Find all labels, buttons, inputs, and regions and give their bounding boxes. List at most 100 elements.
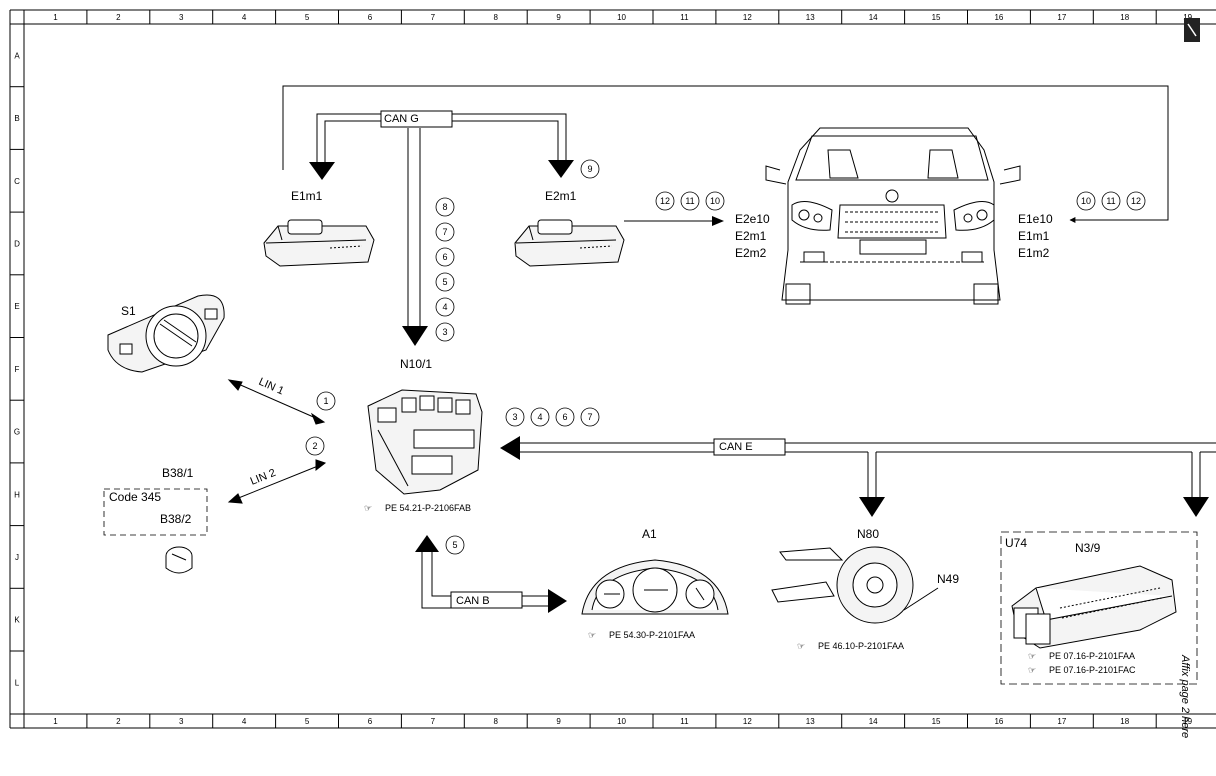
grid-column-number: 13 [806,717,815,726]
svg-text:4: 4 [442,302,447,312]
grid-column-number: 8 [494,13,499,22]
a1-ref: PE 54.30-P-2101FAA [609,630,695,640]
pointing-hand-icon: ☞ [364,503,372,513]
can-b-network [415,535,567,613]
page-corner-icon [1184,18,1200,42]
grid-column-number: 5 [305,717,310,726]
can-b-number-circle: 5 [445,535,465,555]
b38-2-label: B38/2 [160,512,192,526]
car-front-icon [765,127,1021,305]
n10-1-module-icon [367,389,483,495]
right-lamp-circles: 10 11 12 [1076,191,1146,211]
svg-text:10: 10 [710,196,720,206]
n80-ref: PE 46.10-P-2101FAA [818,641,904,651]
n49-label: N49 [937,572,959,586]
frame [9,9,1216,729]
grid-column-number: 9 [556,13,561,22]
grid-column-number: 3 [179,13,184,22]
grid-column-number: 11 [680,717,689,726]
can-b-label: CAN B [456,595,490,607]
grid-column-number: 6 [368,13,373,22]
n80-label: N80 [857,527,879,541]
grid-column-number: 4 [242,13,247,22]
grid-column-number: 9 [556,717,561,726]
svg-text:E1m2: E1m2 [1018,246,1050,260]
grid-row-letter: H [14,490,20,499]
s1-label: S1 [121,304,136,318]
b38-1-label: B38/1 [162,466,194,480]
n10-1-label: N10/1 [400,357,432,371]
n3-9-engine-ecu-icon [1011,565,1177,649]
lin2-label: LIN 2 [249,467,278,488]
grid-row-letter: E [14,302,19,311]
can-e-label: CAN E [719,441,753,453]
pointing-hand-icon: ☞ [588,630,596,640]
grid-column-number: 2 [116,13,121,22]
grid-row-letter: B [14,114,19,123]
svg-text:8: 8 [442,202,447,212]
grid-row-letter: K [14,616,20,625]
grid-row-letter: G [14,428,20,437]
lin-number-circles: 1 2 [305,391,336,456]
grid-column-number: 17 [1057,717,1066,726]
n3-9-label: N3/9 [1075,541,1101,555]
svg-text:9: 9 [587,164,592,174]
grid-column-number: 14 [869,13,878,22]
grid-row-letter: A [14,51,20,60]
b38-sensor-icon [165,546,193,574]
arrow-to-left-lamp [624,216,724,226]
left-lamp-circles: 12 11 10 [655,191,725,211]
can-g-network [282,85,1169,346]
pointing-hand-icon: ☞ [1028,651,1036,661]
grid-column-number: 12 [743,717,752,726]
svg-text:E2e10: E2e10 [735,212,770,226]
a1-label: A1 [642,527,657,541]
lin-buses [227,379,327,504]
grid-column-number: 3 [179,717,184,726]
grid-column-markers: 1122334455667788991010111112121313141415… [23,10,1193,728]
grid-column-number: 19 [1183,717,1192,726]
u74-box [1000,531,1198,685]
grid-column-number: 5 [305,13,310,22]
can-e-network [500,436,1216,517]
grid-column-number: 7 [431,13,436,22]
svg-text:5: 5 [442,277,447,287]
svg-text:1: 1 [323,396,328,406]
grid-column-number: 14 [869,717,878,726]
grid-column-number: 19 [1183,13,1192,22]
right-lamp-labels: E1e10 E1m1 E1m2 [1018,212,1053,260]
grid-column-number: 13 [806,13,815,22]
svg-text:11: 11 [685,196,694,206]
mid-stack-circles: 8 7 6 5 4 3 [435,197,455,342]
grid-row-letter: D [14,239,20,248]
can-g-label: CAN G [384,113,419,125]
code-345-box [103,488,208,536]
a1-instrument-cluster-icon [581,559,729,615]
grid-row-letter: J [15,553,19,562]
svg-text:7: 7 [587,412,592,422]
grid-column-number: 1 [53,717,58,726]
e2m1-number-circle: 9 [580,159,600,179]
svg-text:12: 12 [660,196,670,206]
n3-9-ref-b: PE 07.16-P-2101FAC [1049,665,1136,675]
grid-column-number: 16 [994,13,1003,22]
svg-text:5: 5 [452,540,457,550]
grid-column-number: 2 [116,717,121,726]
n10-1-ref: PE 54.21-P-2106FAB [385,503,471,513]
grid-column-number: 18 [1120,13,1129,22]
svg-text:12: 12 [1131,196,1141,206]
left-lamp-labels: E2e10 E2m1 E2m2 [735,212,770,260]
svg-text:11: 11 [1106,196,1115,206]
pointing-hand-icon: ☞ [797,641,805,651]
pointing-hand-icon: ☞ [1028,665,1036,675]
grid-row-letter: F [15,365,20,374]
grid-column-number: 15 [932,717,941,726]
grid-column-number: 15 [932,13,941,22]
grid-row-letter: C [14,177,20,186]
grid-column-number: 10 [617,13,626,22]
svg-text:6: 6 [562,412,567,422]
grid-column-number: 8 [494,717,499,726]
e2m1-label: E2m1 [545,189,577,203]
